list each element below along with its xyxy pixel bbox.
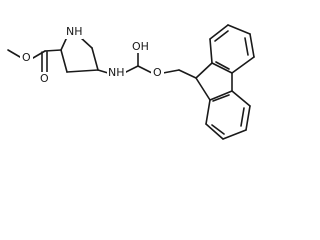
bond-lower-ring-4: [245, 105, 251, 131]
bond-c9a-c4a: [211, 62, 233, 74]
bond-ring-c4-c3: [66, 69, 99, 73]
bond-lower-ring-2: [205, 123, 224, 140]
bond-c8a-c4b: [209, 90, 233, 101]
bond-o-ch2: [162, 69, 180, 74]
bond-upper-ring-inner-1: [214, 30, 229, 42]
carbamate-nitrogen-label: NH: [108, 66, 125, 79]
bond-upper-ring-1: [209, 38, 213, 64]
carbamate-ether-oxygen-label: O: [153, 66, 162, 79]
bond-ch2-c9: [178, 69, 197, 79]
atom-labels: O O NH NH OH O: [20, 25, 164, 85]
bond-c4-nh: [97, 69, 109, 74]
bond-lower-ring-5: [231, 90, 251, 107]
ring-nitrogen-label: NH: [66, 25, 83, 38]
bond-upper-ring-inner-2: [244, 37, 249, 56]
bond-carbamate-ether-o: [137, 65, 153, 74]
bond-lower-ring-inner-1: [211, 124, 225, 135]
bond-c9-c9a: [195, 62, 213, 79]
carbamate-hydroxyl-label: OH: [132, 40, 149, 53]
bond-ester-ring: [44, 49, 62, 52]
bond-o-ester-carbon: [32, 50, 46, 59]
bond-upper-ring-5: [231, 56, 255, 74]
bond-ring-c2-n: [60, 36, 68, 51]
bond-upper-ring-3: [227, 24, 251, 35]
bond-upper-ring-inner-3: [215, 61, 230, 70]
ester-carbonyl-oxygen-label: O: [40, 72, 49, 85]
bond-lower-ring-inner-2: [240, 107, 245, 127]
bond-lower-ring-3: [222, 129, 247, 140]
bonds: [7, 24, 255, 140]
bond-upper-ring-2: [209, 24, 229, 40]
bond-ring-c3-c2: [60, 49, 68, 73]
bond-methyl-o: [7, 49, 21, 58]
bond-ring-c5-c4: [91, 47, 99, 71]
bond-c9-c8a: [195, 77, 211, 101]
bond-nh-carbamate-carbon: [123, 65, 139, 74]
bond-upper-ring-4: [249, 33, 255, 58]
ester-ether-oxygen-label: O: [22, 51, 31, 64]
chemical-structure: O O NH NH OH O: [7, 24, 255, 140]
bond-lower-ring-1: [205, 99, 211, 125]
bond-lower-ring-inner-3: [212, 94, 230, 102]
